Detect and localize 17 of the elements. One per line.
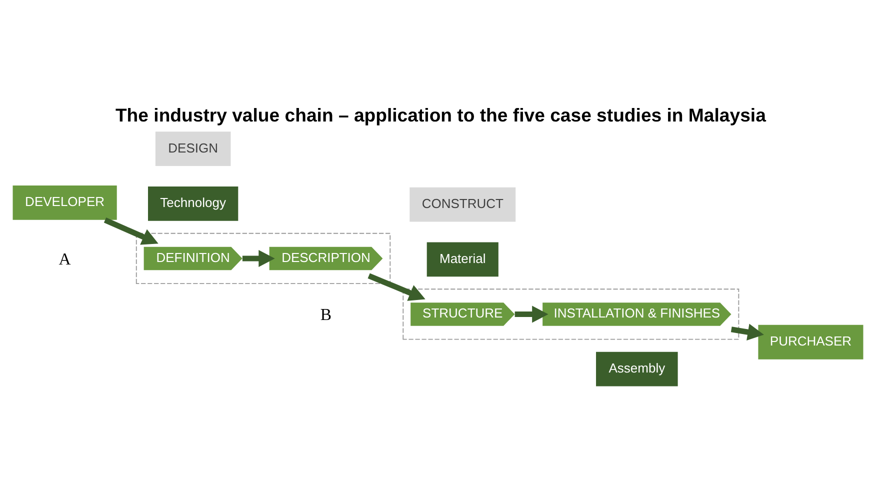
label: A	[58, 249, 71, 268]
node-box: Technology	[148, 186, 238, 221]
arrow	[242, 250, 275, 267]
arrow	[730, 324, 764, 340]
node-box: PURCHASER	[758, 324, 864, 360]
node-box: CONSTRUCT	[410, 187, 516, 222]
arrow	[104, 218, 158, 245]
arrow	[514, 306, 548, 323]
diagram-title: The industry value chain – application to the five case studies in Malaysia	[115, 104, 766, 126]
cluster	[402, 288, 740, 340]
label: B	[320, 305, 332, 324]
cluster	[136, 232, 391, 284]
node-box: DESIGN	[155, 132, 231, 166]
node-box: Material	[426, 242, 498, 277]
arrow	[368, 273, 426, 301]
node-box: Assembly	[596, 352, 678, 386]
node-box: DEVELOPER	[12, 186, 117, 220]
